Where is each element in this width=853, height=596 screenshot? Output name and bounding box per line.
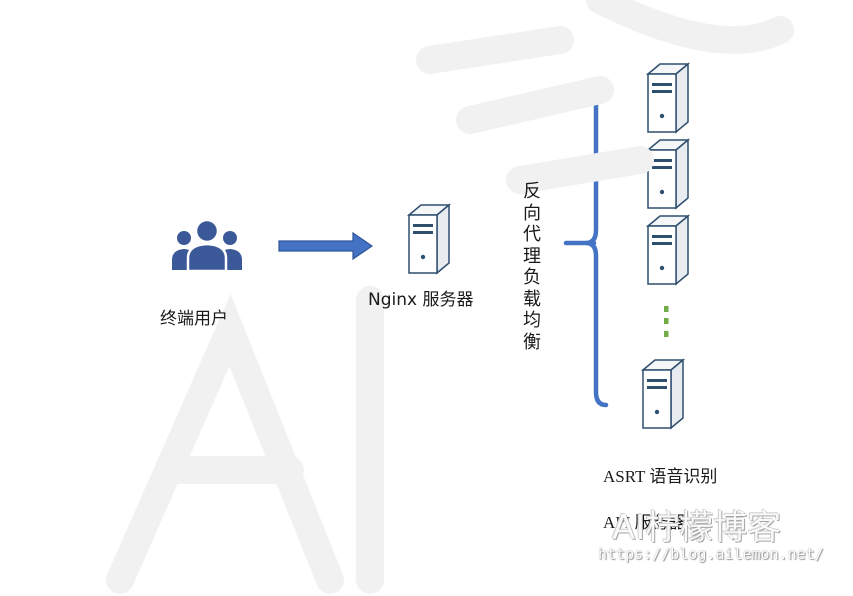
nginx-server-icon — [408, 204, 450, 274]
watermark-url: https://blog.ailemon.net/ — [598, 545, 824, 563]
nginx-server-label: Nginx 服务器 — [368, 290, 474, 310]
backend-server-icon — [647, 215, 689, 285]
asrt-server-label-line2: API 服务器 — [603, 513, 686, 532]
reverse-proxy-load-balancing-label: 反向代理负载均衡 — [523, 181, 541, 353]
watermark-title: AI柠檬博客 — [612, 508, 782, 548]
arrow-icon — [278, 231, 374, 261]
backend-server-icon — [647, 139, 689, 209]
vertical-ellipsis-icon — [664, 306, 669, 337]
asrt-server-label-line1: ASRT 语音识别 — [603, 467, 718, 486]
backend-server-icon — [642, 359, 684, 429]
users-label: 终端用户 — [160, 309, 228, 329]
background-watermark — [106, 0, 794, 594]
bracket-connector — [563, 83, 609, 408]
backend-server-icon — [647, 63, 689, 133]
users-icon — [172, 218, 242, 273]
